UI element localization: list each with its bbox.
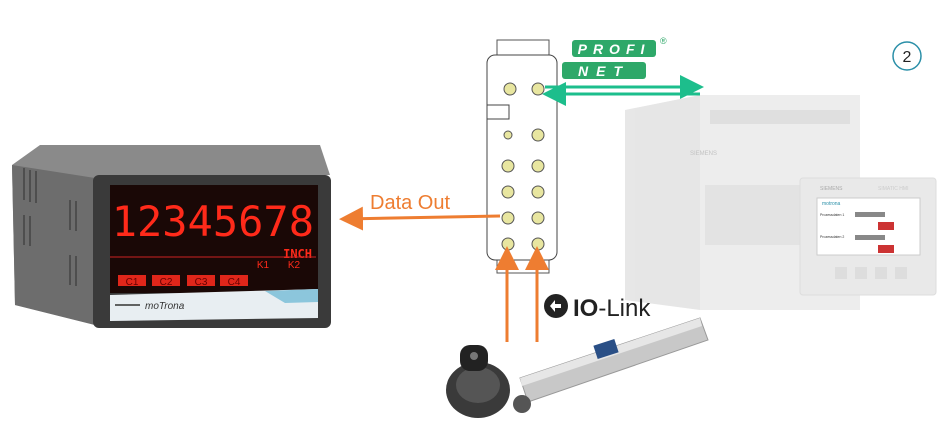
profinet-line-1: PROFI (578, 41, 651, 57)
motrona-display-device: 12345678 INCH C1 C2 C3 C4 K1 K2 moTrona (12, 145, 331, 328)
hmi-model: SIMATIC HMI (878, 186, 908, 192)
data-out-arrow (339, 206, 501, 231)
siemens-hmi: SIEMENS SIMATIC HMI motrona Prozessdaten… (799, 177, 937, 296)
key-c1[interactable]: C1 (126, 277, 139, 288)
registered-mark: ® (660, 36, 667, 46)
step-badge: 2 (892, 41, 922, 71)
hmi-row-2: Prozessdaten 2 (820, 235, 844, 239)
linear-position-sensor (513, 317, 709, 413)
svg-text:IO-Link: IO-Link (573, 295, 651, 322)
key-k1[interactable]: K1 (257, 260, 270, 271)
motrona-logo: moTrona (145, 301, 185, 312)
profinet-logo: PROFI NET ® (562, 36, 667, 79)
hmi-row-1: Prozessdaten 1 (820, 213, 844, 217)
step-number: 2 (903, 49, 912, 66)
display-value: 12345678 (112, 197, 314, 246)
io-link-bold: IO (573, 295, 598, 322)
plc-brand: SIEMENS (690, 151, 717, 157)
profinet-line-2: NET (578, 63, 630, 79)
key-c4[interactable]: C4 (228, 277, 241, 288)
data-out-label: Data Out (370, 192, 450, 214)
hmi-screen-brand: motrona (822, 201, 841, 207)
display-unit: INCH (283, 247, 312, 261)
io-link-master-module (486, 39, 558, 274)
key-c3[interactable]: C3 (195, 277, 208, 288)
key-k2[interactable]: K2 (288, 260, 301, 271)
display-keys: C1 C2 C3 C4 K1 K2 (118, 260, 301, 288)
io-link-logo: IO-Link (544, 294, 651, 322)
key-c2[interactable]: C2 (160, 277, 173, 288)
io-link-rest: -Link (598, 295, 651, 322)
rotary-sensor (446, 345, 510, 418)
hmi-brand: SIEMENS (820, 186, 843, 192)
